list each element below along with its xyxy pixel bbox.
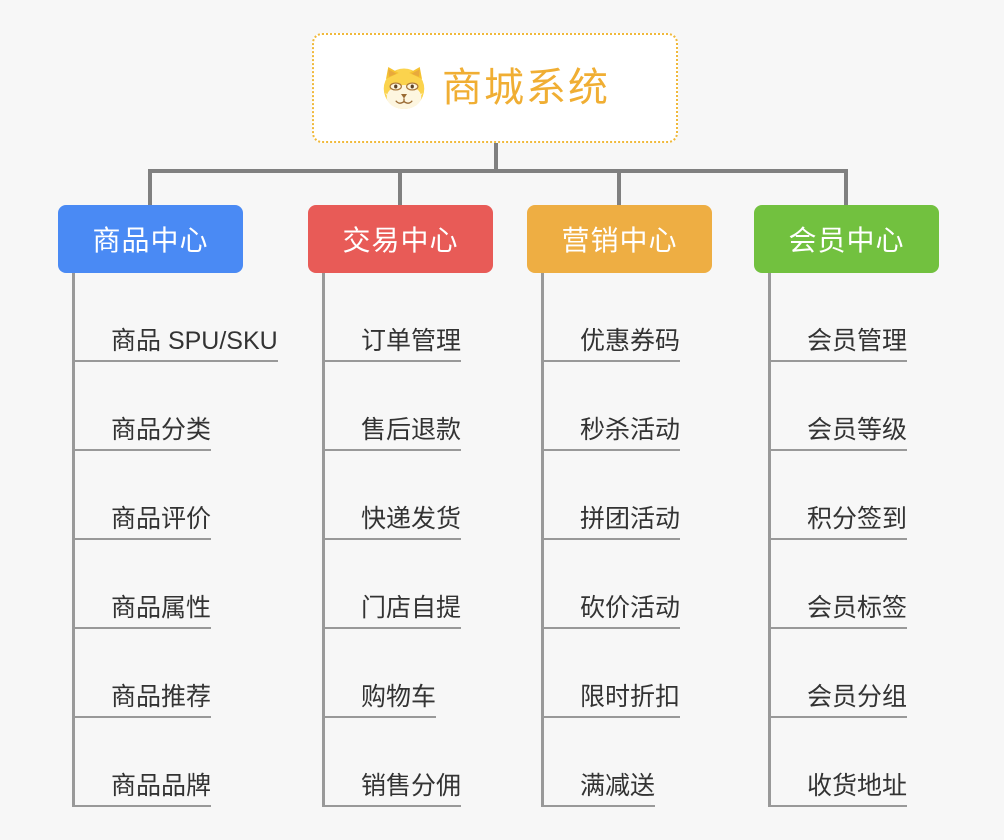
leaf-label: 商品品牌	[111, 772, 212, 801]
list-item[interactable]: 优惠券码	[544, 273, 757, 362]
list-item[interactable]: 快递发货	[325, 451, 538, 540]
list-item[interactable]: 商品分类	[75, 362, 328, 451]
list-item[interactable]: 商品属性	[75, 540, 328, 629]
leaf-label: 商品推荐	[111, 683, 212, 712]
leaf-label: 商品评价	[111, 505, 212, 534]
leaf-label: 商品分类	[111, 416, 212, 445]
leaf-label: 满减送	[580, 772, 656, 801]
leaf-underline	[771, 716, 907, 718]
leaf-label: 订单管理	[361, 327, 462, 356]
list-item[interactable]: 拼团活动	[544, 451, 757, 540]
leaf-label: 秒杀活动	[580, 416, 681, 445]
leaf-underline	[325, 627, 461, 629]
leaf-label: 砍价活动	[580, 594, 681, 623]
list-item[interactable]: 商品评价	[75, 451, 328, 540]
connector-drop-2	[398, 171, 402, 205]
branch-trade-center: 交易中心 订单管理 售后退款 快递发货 门店自提 购物车	[308, 205, 538, 807]
leaf-underline	[325, 538, 461, 540]
connector-root-vertical	[494, 143, 498, 171]
leaf-label: 快递发货	[361, 505, 462, 534]
leaf-label: 限时折扣	[580, 683, 681, 712]
list-item[interactable]: 会员管理	[771, 273, 984, 362]
leaf-label: 会员管理	[807, 327, 908, 356]
leaf-underline	[75, 449, 211, 451]
list-item[interactable]: 收货地址	[771, 718, 984, 807]
leaf-label: 门店自提	[361, 594, 462, 623]
category-header-product-center[interactable]: 商品中心	[58, 205, 243, 273]
list-item[interactable]: 门店自提	[325, 540, 538, 629]
list-item[interactable]: 售后退款	[325, 362, 538, 451]
branch-marketing-center: 营销中心 优惠券码 秒杀活动 拼团活动 砍价活动 限时折扣	[527, 205, 757, 807]
list-item[interactable]: 限时折扣	[544, 629, 757, 718]
category-title: 营销中心	[561, 225, 678, 256]
leaf-underline	[75, 627, 211, 629]
leaf-label: 会员等级	[807, 416, 908, 445]
leaf-list-product-center: 商品 SPU/SKU 商品分类 商品评价 商品属性 商品推荐 商品品牌	[72, 273, 328, 807]
list-item[interactable]: 满减送	[544, 718, 757, 807]
category-title: 商品中心	[92, 225, 209, 256]
list-item[interactable]: 购物车	[325, 629, 538, 718]
leaf-underline	[544, 449, 680, 451]
connector-drop-4	[844, 171, 848, 205]
root-node[interactable]: 商城系统	[312, 33, 678, 143]
leaf-underline	[771, 627, 907, 629]
leaf-underline	[75, 716, 211, 718]
leaf-list-member-center: 会员管理 会员等级 积分签到 会员标签 会员分组 收货地址	[768, 273, 984, 807]
leaf-underline	[75, 360, 278, 362]
leaf-label: 拼团活动	[580, 505, 681, 534]
list-item[interactable]: 商品推荐	[75, 629, 328, 718]
leaf-underline	[544, 360, 680, 362]
shiba-dog-face-icon	[383, 67, 425, 109]
list-item[interactable]: 商品 SPU/SKU	[75, 273, 328, 362]
list-item[interactable]: 砍价活动	[544, 540, 757, 629]
leaf-list-marketing-center: 优惠券码 秒杀活动 拼团活动 砍价活动 限时折扣 满减送	[541, 273, 757, 807]
branch-member-center: 会员中心 会员管理 会员等级 积分签到 会员标签 会员分组	[754, 205, 984, 807]
leaf-underline	[544, 538, 680, 540]
list-item[interactable]: 秒杀活动	[544, 362, 757, 451]
leaf-underline	[544, 805, 655, 807]
root-title: 商城系统	[442, 66, 610, 110]
leaf-label: 商品属性	[111, 594, 212, 623]
category-header-member-center[interactable]: 会员中心	[754, 205, 939, 273]
leaf-underline	[75, 805, 211, 807]
leaf-underline	[771, 449, 907, 451]
connector-horizontal-bus	[148, 169, 848, 173]
leaf-underline	[325, 449, 461, 451]
branch-product-center: 商品中心 商品 SPU/SKU 商品分类 商品评价 商品属性 商品推荐	[58, 205, 328, 807]
connector-drop-1	[148, 171, 152, 205]
list-item[interactable]: 会员分组	[771, 629, 984, 718]
category-header-marketing-center[interactable]: 营销中心	[527, 205, 712, 273]
list-item[interactable]: 会员标签	[771, 540, 984, 629]
leaf-label: 积分签到	[807, 505, 908, 534]
category-header-trade-center[interactable]: 交易中心	[308, 205, 493, 273]
category-title: 会员中心	[788, 225, 905, 256]
leaf-label: 购物车	[361, 683, 437, 712]
list-item[interactable]: 销售分佣	[325, 718, 538, 807]
leaf-underline	[771, 805, 907, 807]
list-item[interactable]: 积分签到	[771, 451, 984, 540]
leaf-underline	[325, 805, 461, 807]
list-item[interactable]: 订单管理	[325, 273, 538, 362]
leaf-label: 会员分组	[807, 683, 908, 712]
leaf-underline	[325, 716, 436, 718]
list-item[interactable]: 会员等级	[771, 362, 984, 451]
leaf-underline	[544, 627, 680, 629]
leaf-label: 收货地址	[807, 772, 908, 801]
leaf-label: 优惠券码	[580, 327, 681, 356]
leaf-underline	[771, 538, 907, 540]
leaf-list-trade-center: 订单管理 售后退款 快递发货 门店自提 购物车 销售分佣	[322, 273, 538, 807]
leaf-underline	[771, 360, 907, 362]
list-item[interactable]: 商品品牌	[75, 718, 328, 807]
leaf-label: 商品 SPU/SKU	[111, 327, 278, 356]
connector-drop-3	[617, 171, 621, 205]
category-title: 交易中心	[342, 225, 459, 256]
leaf-underline	[544, 716, 680, 718]
leaf-label: 销售分佣	[361, 772, 462, 801]
leaf-underline	[325, 360, 461, 362]
leaf-label: 会员标签	[807, 594, 908, 623]
leaf-underline	[75, 538, 211, 540]
leaf-label: 售后退款	[361, 416, 462, 445]
